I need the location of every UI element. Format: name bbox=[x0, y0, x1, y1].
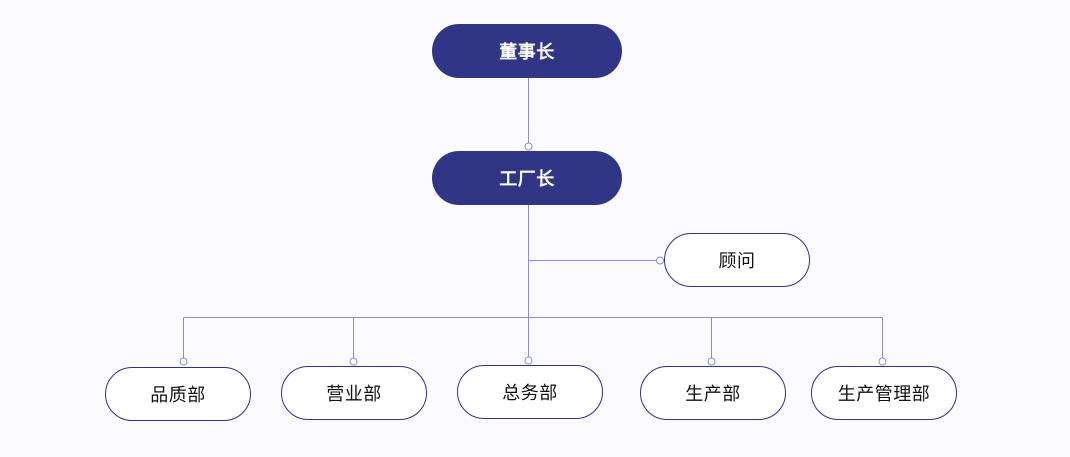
node-label: 品质部 bbox=[150, 385, 206, 406]
node-label: 生产部 bbox=[685, 384, 741, 405]
node-general-affairs-dept: 总务部 bbox=[457, 365, 603, 419]
node-factory-director: 工厂长 bbox=[432, 151, 622, 205]
connector-dot-advisor bbox=[656, 256, 664, 265]
connector-dot-general bbox=[524, 356, 533, 365]
node-label: 总务部 bbox=[502, 383, 558, 404]
connector-dot-quality bbox=[179, 357, 188, 366]
node-sales-dept: 营业部 bbox=[281, 366, 427, 420]
node-production-dept: 生产部 bbox=[640, 366, 786, 420]
connector-dot-production-mgmt bbox=[878, 357, 887, 366]
node-label: 营业部 bbox=[326, 384, 382, 405]
node-label: 生产管理部 bbox=[837, 384, 931, 405]
node-label: 顾问 bbox=[718, 251, 756, 272]
node-label: 董事长 bbox=[499, 42, 555, 63]
node-chairman: 董事长 bbox=[432, 24, 622, 78]
node-label: 工厂长 bbox=[499, 169, 555, 190]
node-production-mgmt-dept: 生产管理部 bbox=[811, 366, 957, 420]
connector-dot-director bbox=[524, 142, 533, 151]
connector-dot-sales bbox=[349, 357, 358, 366]
node-quality-dept: 品质部 bbox=[105, 367, 251, 421]
node-advisor: 顾问 bbox=[664, 233, 810, 287]
connector-dot-production bbox=[707, 357, 716, 366]
